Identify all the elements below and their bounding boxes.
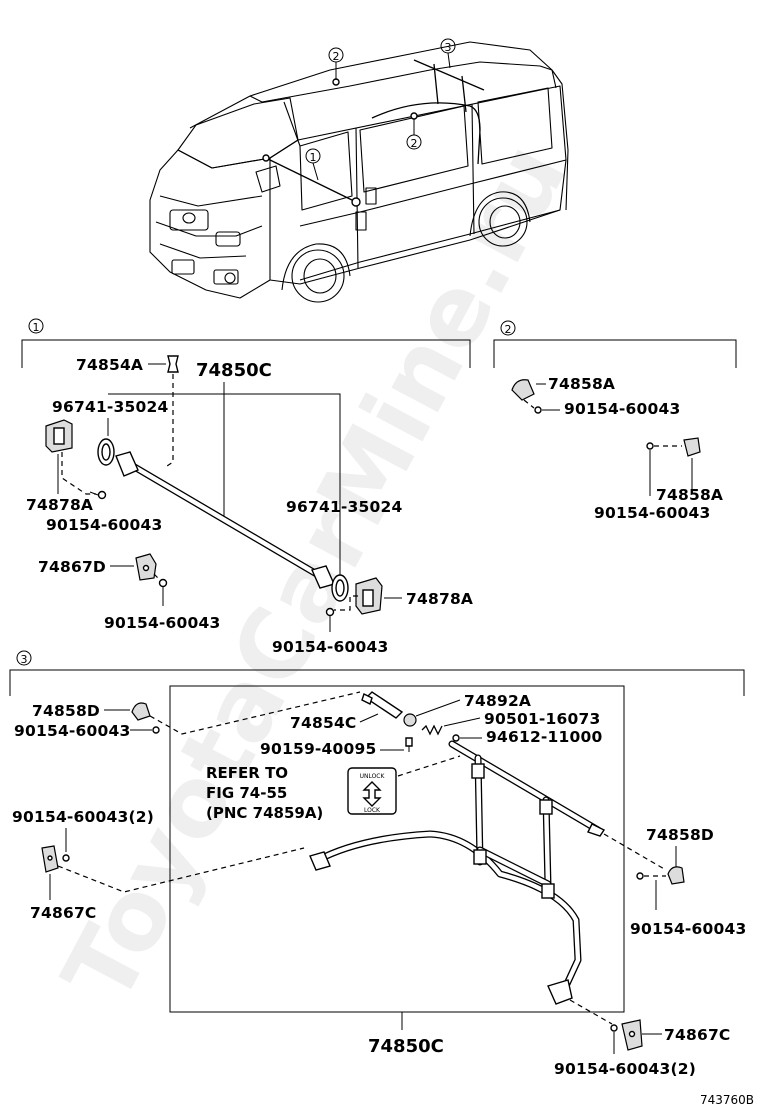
lock-label: LOCK — [364, 807, 381, 814]
lock-unlock-knob: UNLOCK LOCK — [347, 767, 397, 815]
label-74858A-1: 74858A — [548, 375, 615, 393]
bracket-74878A-left — [45, 419, 107, 500]
label-74867D: 74867D — [38, 558, 106, 576]
refer-line-1: REFER TO — [206, 764, 288, 782]
label-74850C-top: 74850C — [196, 360, 272, 381]
label-90154-60043-s2-b: 90154-60043 — [594, 504, 710, 522]
van-callout-3-text: 3 — [445, 41, 452, 54]
label-74854C: 74854C — [290, 714, 357, 732]
label-74858D-left: 74858D — [32, 702, 100, 720]
label-74878A-right: 74878A — [406, 590, 473, 608]
van-callout-1-text: 1 — [310, 151, 317, 164]
label-74858A-2: 74858A — [656, 486, 723, 504]
label-96741-35024-a: 96741-35024 — [52, 398, 168, 416]
section-3: 3 74858D 90154-60043 74854C 74892A 90501… — [9, 650, 746, 1078]
label-74878A-left: 74878A — [26, 496, 93, 514]
cap-74858D-left — [131, 702, 151, 721]
assist-grip-rod-74850C — [115, 451, 335, 589]
cap-74858D-right — [667, 866, 685, 885]
button-74892A — [403, 713, 417, 727]
screw-90159 — [405, 737, 413, 747]
screw-s2-b — [646, 442, 654, 450]
section-3-marker: 3 — [21, 653, 28, 666]
label-94612-11000: 94612-11000 — [486, 728, 602, 746]
label-90154-60043-s2-a: 90154-60043 — [564, 400, 680, 418]
cap-74858A-1 — [511, 379, 535, 401]
assembly-frame — [169, 685, 625, 1013]
van-callout-3: 3 — [440, 38, 456, 69]
van-callout-1: 1 — [305, 148, 321, 181]
van-callout-2b: 2 — [406, 119, 422, 150]
spring-90501 — [421, 724, 443, 736]
label-90501-16073: 90501-16073 — [484, 710, 600, 728]
refer-line-3: (PNC 74859A) — [206, 804, 323, 822]
label-90159-40095: 90159-40095 — [260, 740, 376, 758]
section-1-marker: 1 — [33, 321, 40, 334]
pin-74854C — [361, 691, 404, 719]
section-1: 1 74854A 74850C 96741-35024 — [21, 318, 473, 656]
label-90154-60043-s1-a: 90154-60043 — [46, 516, 162, 534]
section-2-marker: 2 — [505, 323, 512, 336]
label-74867C-left: 74867C — [30, 904, 97, 922]
bracket-74878A-right — [325, 577, 383, 617]
clip-74854A — [167, 355, 179, 373]
label-74854A: 74854A — [76, 356, 143, 374]
nut-94612 — [452, 734, 460, 742]
van-callout-2a-text: 2 — [333, 50, 340, 63]
van-grip-locations — [262, 59, 485, 207]
van-callout-2b-text: 2 — [411, 137, 418, 150]
label-96741-35024-b: 96741-35024 — [286, 498, 402, 516]
refer-line-2: FIG 74-55 — [206, 784, 287, 802]
lock-arrow-icon — [362, 781, 382, 807]
label-74858D-right: 74858D — [646, 826, 714, 844]
van-illustration — [149, 41, 569, 303]
label-90154-60043x2-left: 90154-60043(2) — [12, 808, 154, 826]
label-74892A: 74892A — [464, 692, 531, 710]
label-90154-60043-s3-b: 90154-60043 — [630, 920, 746, 938]
section-2: 2 74858A 90154-60043 74858A 90154-60043 — [493, 320, 737, 522]
van-callout-2a: 2 — [328, 47, 344, 80]
figure-id: 743760B — [700, 1093, 754, 1107]
label-90154-60043-s1-b: 90154-60043 — [104, 614, 220, 632]
unlock-label: UNLOCK — [360, 773, 386, 780]
label-74867C-right: 74867C — [664, 1026, 731, 1044]
assist-grip-assembly-74850C — [309, 740, 606, 1005]
label-74850C-bottom: 74850C — [368, 1036, 444, 1057]
cap-74858A-2 — [683, 437, 701, 457]
label-90154-60043x2-right: 90154-60043(2) — [554, 1060, 696, 1078]
label-90154-60043-s1-c: 90154-60043 — [272, 638, 388, 656]
label-90154-60043-s3-a: 90154-60043 — [14, 722, 130, 740]
